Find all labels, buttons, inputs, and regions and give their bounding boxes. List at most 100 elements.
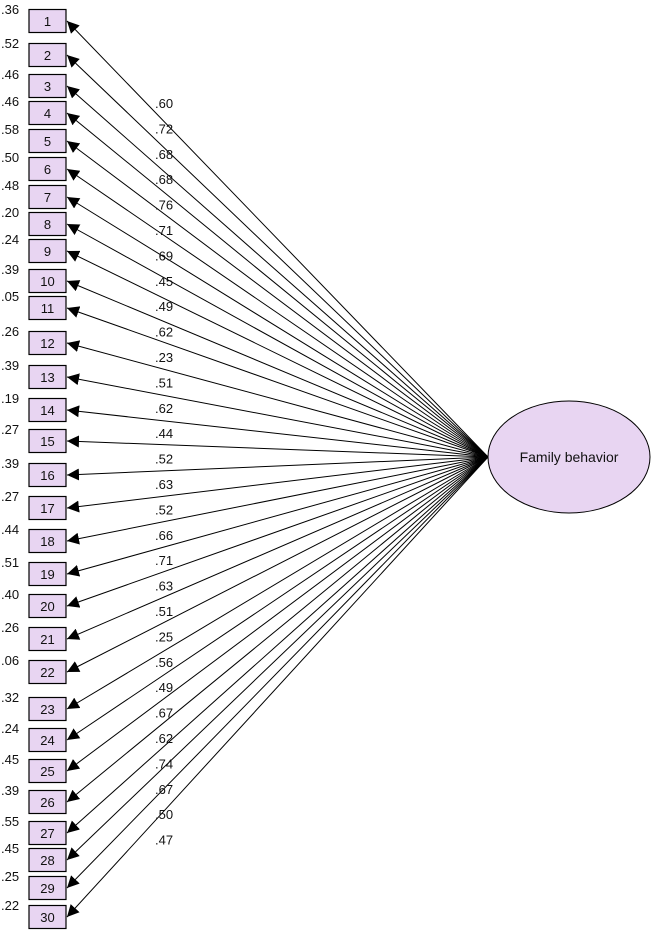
item-box: 3 [28, 73, 67, 99]
loading-arrow [66, 456, 489, 741]
loading-label: .49 [155, 680, 173, 695]
loading-label: .47 [155, 833, 173, 848]
item-label: 30 [40, 910, 54, 925]
loading-arrow [66, 140, 489, 458]
item-rect [28, 364, 67, 390]
item-box: 14 [28, 397, 67, 423]
r-squared-label: .36 [1, 2, 19, 17]
item-box: 26 [28, 789, 67, 815]
loading-label: .56 [155, 655, 173, 670]
item-box: 16 [28, 462, 67, 488]
item-label: 29 [40, 881, 54, 896]
r-squared-label: .20 [1, 205, 19, 220]
latent-factor: Family behavior [487, 400, 651, 514]
item-box: 25 [28, 758, 67, 784]
loading-label: .51 [155, 604, 173, 619]
loading-arrow [66, 456, 489, 640]
item-label: 18 [40, 534, 54, 549]
loading-arrow [66, 340, 489, 458]
r-squared-label: .06 [1, 653, 19, 668]
item-rect [28, 42, 67, 68]
r-squared-label: .58 [1, 122, 19, 137]
loading-label: .45 [155, 274, 173, 289]
item-rect [28, 727, 67, 753]
r-squared-label: .39 [1, 456, 19, 471]
loading-arrow [66, 456, 489, 513]
loading-arrow [66, 435, 489, 458]
loading-arrow [66, 456, 489, 861]
r-squared-label: .46 [1, 67, 19, 82]
item-rect [28, 820, 67, 846]
item-box: 17 [28, 495, 67, 521]
item-label: 10 [40, 274, 54, 289]
r-squared-label: .24 [1, 721, 19, 736]
item-rect [28, 8, 67, 34]
item-label: 25 [40, 764, 54, 779]
item-rect [28, 626, 67, 652]
item-rect [28, 528, 67, 554]
item-box: 15 [28, 428, 67, 454]
item-rect [28, 495, 67, 521]
loading-label: .76 [155, 198, 173, 213]
item-label: 13 [40, 370, 54, 385]
loading-arrow [66, 456, 489, 803]
r-squared-label: .05 [1, 289, 19, 304]
r-squared-label: .19 [1, 391, 19, 406]
r-squared-label: .25 [1, 869, 19, 884]
item-box: 23 [28, 696, 67, 722]
item-box: 1 [28, 8, 67, 34]
loading-label: .63 [155, 579, 173, 594]
item-box: 24 [28, 727, 67, 753]
loading-arrow [66, 456, 489, 710]
loading-arrow [66, 456, 489, 918]
item-label: 4 [44, 106, 51, 121]
loading-labels: .60.72.68.68.76.71.69.45.49.62.23.51.62.… [155, 96, 173, 848]
item-label: 7 [44, 190, 51, 205]
item-label: 16 [40, 468, 54, 483]
factor-label: Family behavior [520, 449, 619, 465]
r-squared-label: .26 [1, 620, 19, 635]
item-box: 29 [28, 875, 67, 901]
item-rect [28, 593, 67, 619]
loading-arrow [66, 456, 489, 673]
loading-label: .67 [155, 706, 173, 721]
r-squared-label: .22 [1, 898, 19, 913]
loading-arrow [66, 168, 489, 458]
item-label: 2 [44, 48, 51, 63]
item-rect [28, 238, 67, 264]
item-rect [28, 295, 67, 321]
r-squared-label: .32 [1, 690, 19, 705]
loading-label: .51 [155, 375, 173, 390]
loading-arrow [66, 250, 489, 458]
item-label: 14 [40, 403, 54, 418]
item-rect [28, 659, 67, 685]
r-squared-label: .52 [1, 36, 19, 51]
item-rect [28, 100, 67, 126]
r-squared-label: .45 [1, 752, 19, 767]
loading-label: .71 [155, 223, 173, 238]
item-box: 28 [28, 847, 67, 873]
item-label: 15 [40, 434, 54, 449]
loading-arrow [66, 306, 489, 458]
item-box: 22 [28, 659, 67, 685]
item-label: 21 [40, 632, 54, 647]
item-label: 11 [41, 301, 55, 316]
item-label: 23 [40, 702, 54, 717]
item-box: 30 [28, 904, 67, 930]
r-squared-label: .40 [1, 587, 19, 602]
r-squared-label: .55 [1, 814, 19, 829]
r-squared-labels: .36.52.46.46.58.50.48.20.24.39.05.26.39.… [1, 2, 19, 913]
loading-arrow [66, 456, 489, 481]
item-rect [28, 904, 67, 930]
loading-label: .63 [155, 477, 173, 492]
loading-arrow [66, 456, 489, 545]
item-label: 20 [40, 599, 54, 614]
loading-arrow [66, 85, 489, 458]
loading-label: .74 [155, 756, 173, 771]
loading-arrow [66, 373, 489, 458]
loading-label: .62 [155, 401, 173, 416]
r-squared-label: .44 [1, 522, 19, 537]
item-rect [28, 128, 67, 154]
item-label: 28 [40, 853, 54, 868]
